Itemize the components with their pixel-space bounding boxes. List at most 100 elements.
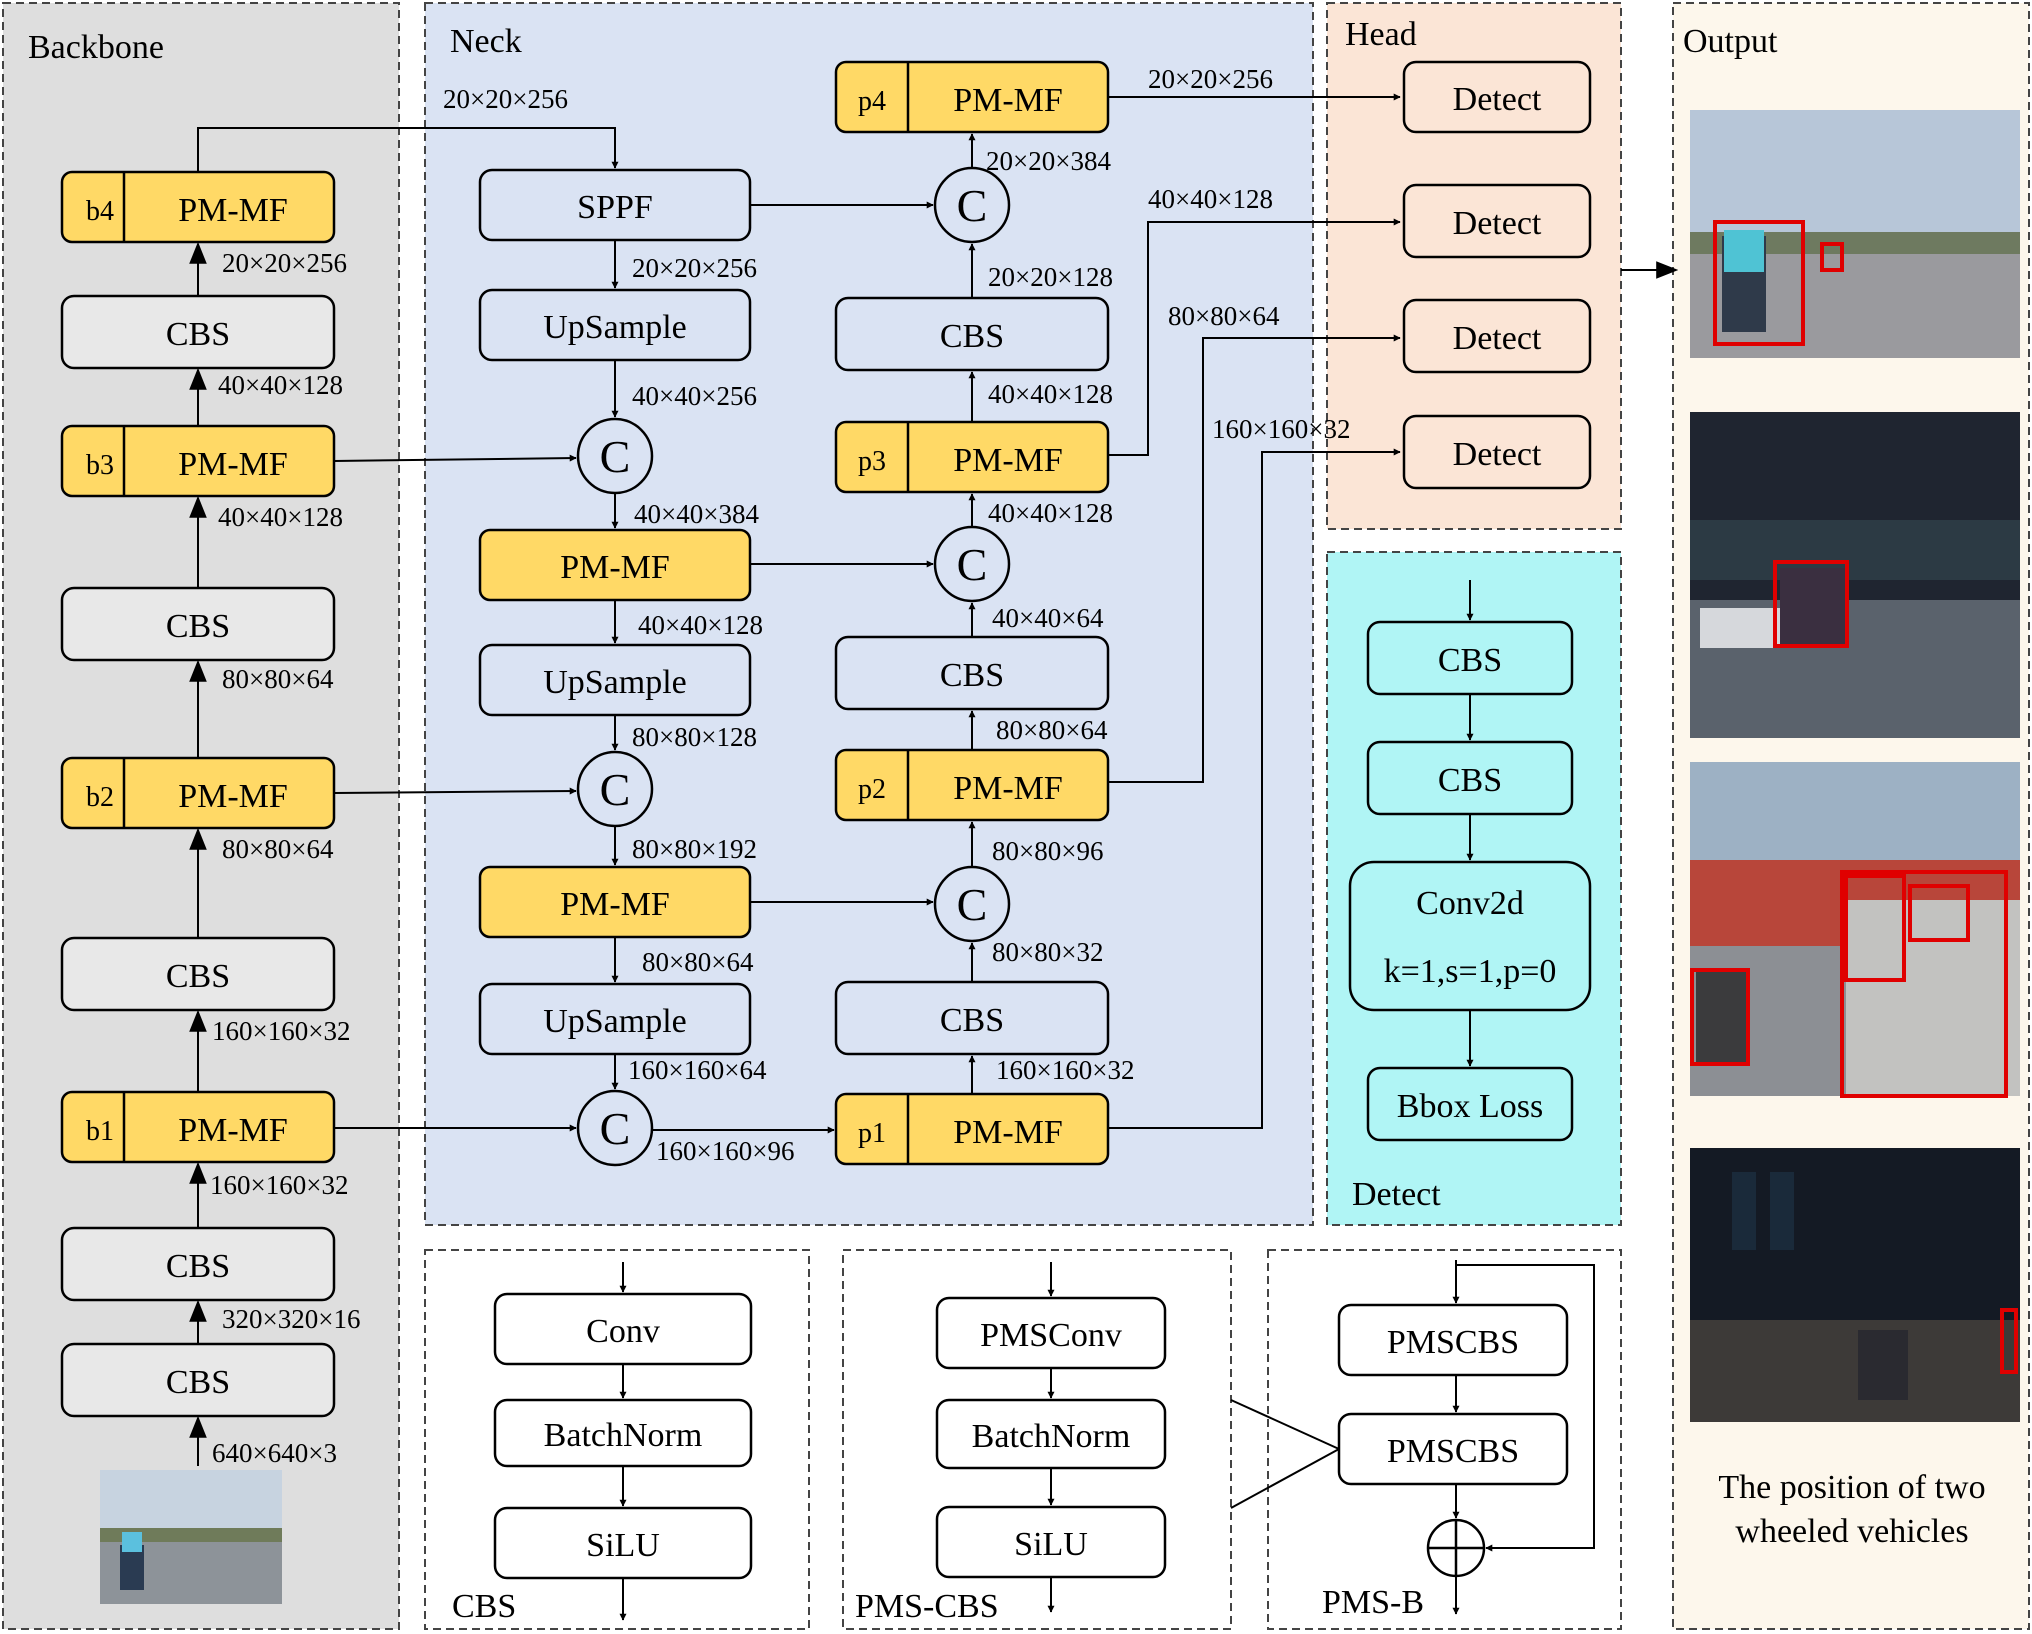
pms-cbs-panel-title: PMS-CBS — [855, 1588, 999, 1625]
svg-text:PM-MF: PM-MF — [560, 549, 670, 586]
detect-conv2d: Conv2d k=1,s=1,p=0 — [1348, 860, 1592, 1012]
svg-text:CBS: CBS — [166, 958, 230, 995]
neck-p1-pm-mf: p1 PM-MF — [834, 1092, 1110, 1166]
dim-label: 40×40×128 — [218, 370, 343, 400]
svg-text:PMSConv: PMSConv — [980, 1317, 1122, 1354]
svg-text:b4: b4 — [86, 196, 114, 227]
svg-text:PMSCBS: PMSCBS — [1387, 1324, 1519, 1361]
svg-text:UpSample: UpSample — [543, 1003, 687, 1040]
svg-text:C: C — [957, 539, 988, 590]
dim-label: 80×80×96 — [992, 836, 1103, 866]
backbone-cbs-1: CBS — [60, 1342, 336, 1418]
svg-text:p2: p2 — [858, 774, 886, 805]
dim-label: 40×40×64 — [992, 603, 1104, 633]
cbs-silu: SiLU — [493, 1506, 753, 1580]
backbone-input-image — [100, 1470, 282, 1604]
dim-label: 160×160×32 — [210, 1170, 348, 1200]
neck-pm-mf-1: PM-MF — [478, 528, 752, 602]
neck-connectors — [197, 93, 1401, 1134]
dim-label: 40×40×384 — [634, 499, 759, 529]
detection-box — [2000, 1308, 2018, 1374]
detection-box — [1773, 560, 1849, 648]
detection-box — [1840, 870, 2008, 1098]
pms-cbs-silu: SiLU — [935, 1505, 1167, 1579]
neck-concat-r2: C — [933, 525, 1011, 603]
svg-text:p3: p3 — [858, 446, 886, 477]
head-detect-2: Detect — [1402, 183, 1592, 259]
dim-label: 80×80×64 — [1168, 301, 1280, 331]
svg-text:C: C — [600, 431, 631, 482]
pms-b-add-icon — [1426, 1518, 1486, 1578]
head-detect-1: Detect — [1402, 60, 1592, 134]
cbs-batchnorm: BatchNorm — [493, 1398, 753, 1468]
output-image-3 — [1690, 762, 2020, 1098]
pms-b-pmscbs-1: PMSCBS — [1337, 1303, 1569, 1377]
svg-text:UpSample: UpSample — [543, 664, 687, 701]
neck-p4-pm-mf: p4 PM-MF — [834, 60, 1110, 134]
cbs-conv: Conv — [493, 1292, 753, 1366]
neck-cbs-r2: CBS — [834, 635, 1110, 711]
neck-upsample-3: UpSample — [478, 982, 752, 1056]
svg-text:CBS: CBS — [940, 318, 1004, 355]
dim-label: 40×40×128 — [218, 502, 343, 532]
output-caption-line-1: The position of two — [1718, 1469, 1985, 1506]
pms-cbs-batchnorm: BatchNorm — [935, 1398, 1167, 1470]
dim-label: 160×160×32 — [212, 1016, 350, 1046]
pms-b-pmscbs-2: PMSCBS — [1337, 1412, 1569, 1486]
svg-text:SiLU: SiLU — [1014, 1526, 1088, 1563]
detect-title: Detect — [1352, 1176, 1441, 1213]
svg-text:Conv: Conv — [586, 1313, 660, 1350]
backbone-b2-pm-mf: b2 PM-MF — [60, 756, 336, 830]
neck-pm-mf-2: PM-MF — [478, 865, 752, 939]
neck-concat-r3: C — [933, 166, 1011, 244]
svg-text:k=1,s=1,p=0: k=1,s=1,p=0 — [1384, 953, 1557, 990]
dim-label: 160×160×32 — [996, 1055, 1134, 1085]
dim-label: 40×40×128 — [988, 498, 1113, 528]
svg-text:Detect: Detect — [1453, 436, 1542, 473]
dim-label: 20×20×256 — [443, 84, 568, 114]
svg-text:PM-MF: PM-MF — [953, 82, 1063, 119]
dim-label: 640×640×3 — [212, 1438, 337, 1468]
svg-text:p4: p4 — [858, 86, 886, 117]
neck-upsample-2: UpSample — [478, 643, 752, 717]
dim-label: 160×160×96 — [656, 1136, 794, 1166]
detection-box — [1844, 874, 1906, 982]
head-detect-3: Detect — [1402, 298, 1592, 374]
output-title: Output — [1683, 23, 1778, 60]
dim-label: 20×20×256 — [632, 253, 757, 283]
svg-text:CBS: CBS — [166, 608, 230, 645]
pms-cbs-expansion-lines — [1230, 1399, 1340, 1509]
svg-text:PM-MF: PM-MF — [178, 1112, 288, 1149]
neck-concat-1: C — [576, 417, 654, 495]
dim-label: 20×20×256 — [222, 248, 347, 278]
backbone-cbs-3: CBS — [60, 936, 336, 1012]
neck-p3-pm-mf: p3 PM-MF — [834, 420, 1110, 494]
svg-text:SiLU: SiLU — [586, 1527, 660, 1564]
svg-text:C: C — [957, 879, 988, 930]
svg-text:PM-MF: PM-MF — [953, 442, 1063, 479]
svg-text:CBS: CBS — [166, 1364, 230, 1401]
svg-text:BatchNorm: BatchNorm — [972, 1418, 1131, 1455]
dim-label: 80×80×64 — [222, 664, 334, 694]
svg-text:C: C — [957, 180, 988, 231]
svg-text:CBS: CBS — [166, 1248, 230, 1285]
output-image-4 — [1690, 1148, 2020, 1422]
svg-text:PM-MF: PM-MF — [178, 192, 288, 229]
neck-concat-r1: C — [933, 865, 1011, 943]
svg-text:CBS: CBS — [940, 1002, 1004, 1039]
svg-text:PM-MF: PM-MF — [953, 770, 1063, 807]
output-image-2 — [1690, 412, 2020, 738]
svg-text:PM-MF: PM-MF — [953, 1114, 1063, 1151]
backbone-cbs-4: CBS — [60, 586, 336, 662]
neck-title: Neck — [450, 23, 522, 60]
detection-box — [1713, 220, 1805, 346]
dim-label: 80×80×64 — [222, 834, 334, 864]
detection-box — [1820, 242, 1844, 272]
backbone-cbs-5: CBS — [60, 294, 336, 370]
dim-label: 20×20×256 — [1148, 64, 1273, 94]
dim-label: 20×20×384 — [986, 146, 1111, 176]
svg-text:CBS: CBS — [1438, 642, 1502, 679]
svg-text:Bbox Loss: Bbox Loss — [1397, 1088, 1543, 1125]
neck-p2-pm-mf: p2 PM-MF — [834, 748, 1110, 822]
svg-text:CBS: CBS — [940, 657, 1004, 694]
